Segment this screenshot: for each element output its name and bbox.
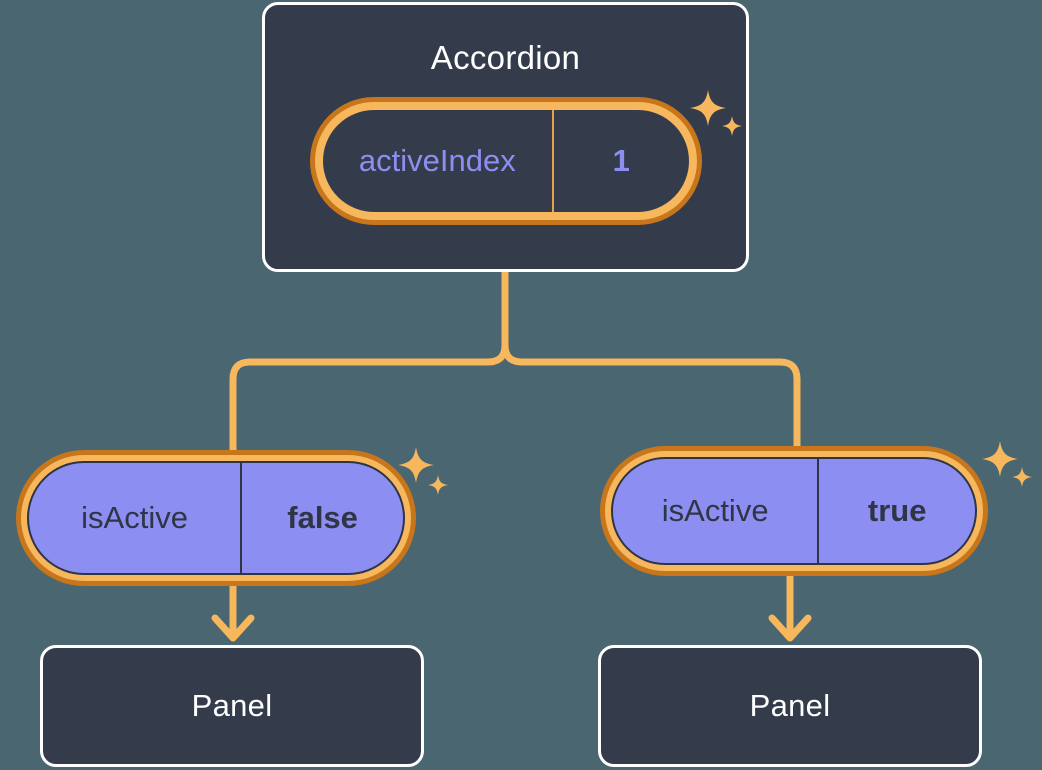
state-value: 1 [612,143,630,178]
pill-outer-ring: activeIndex 1 [310,97,702,225]
state-key: isActive [29,463,243,573]
arrow-down-icon-right [768,614,812,642]
component-node-panel-right[interactable]: Panel [598,645,982,767]
pill-outer-ring: isActive true [600,446,988,576]
branch-connector [501,268,801,456]
sparkle-icon-large [982,441,1018,477]
component-node-panel-left[interactable]: Panel [40,645,424,767]
state-key: activeIndex [323,110,554,212]
arrow-down-icon-left [211,614,255,642]
state-pill-isactive-false[interactable]: isActive false [16,450,416,586]
accordion-title: Accordion [430,39,581,76]
panel-title: Panel [191,688,273,723]
state-pill-activeindex[interactable]: activeIndex 1 [310,97,702,225]
pill-outer-ring: isActive false [16,450,416,586]
state-value: true [867,493,927,528]
pill-inner-ring: isActive false [21,455,411,581]
sparkle-icon-small [1012,467,1032,487]
branch-connector-left [229,341,509,456]
pill-inner-ring: isActive true [605,451,983,571]
sparkle-icon-small [428,475,448,495]
pill-body: activeIndex 1 [321,108,691,214]
pill-body: isActive true [611,457,977,565]
pill-body: isActive false [27,461,405,575]
state-key: isActive [613,459,820,563]
sparkle-icon-right [978,437,1042,506]
state-pill-isactive-true[interactable]: isActive true [600,446,988,576]
panel-title: Panel [749,688,831,723]
state-value: false [287,500,358,535]
pill-inner-ring: activeIndex 1 [315,102,697,220]
